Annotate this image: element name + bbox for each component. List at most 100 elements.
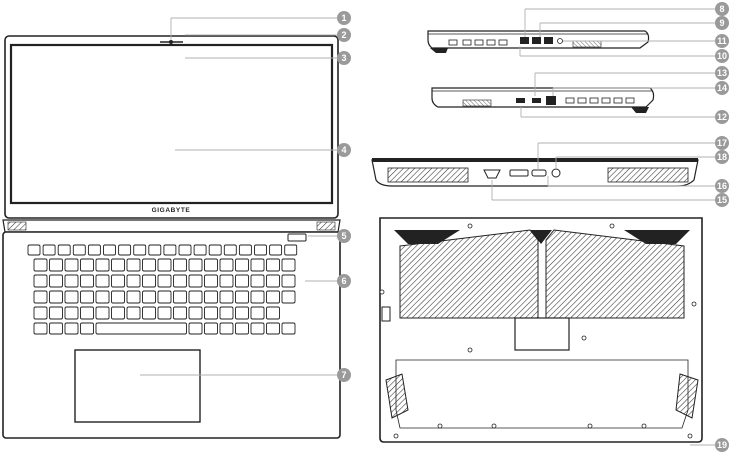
keyboard-key: [58, 245, 70, 255]
keyboard-key: [143, 291, 156, 303]
callout-number: 18: [717, 152, 727, 162]
screw-icon: [492, 424, 496, 428]
screw-icon: [468, 224, 472, 228]
usb-port: [532, 98, 541, 103]
callout-number: 15: [717, 195, 727, 205]
keyboard-key: [267, 275, 280, 287]
keyboard-key: [34, 307, 47, 319]
usb-port: [520, 37, 529, 44]
laptop-lid: GIGABYTE: [5, 36, 338, 218]
keyboard-key: [205, 323, 218, 334]
keyboard-key: [127, 275, 140, 287]
keyboard-key: [189, 275, 202, 287]
power-button: [288, 234, 306, 241]
keyboard-key: [73, 245, 85, 255]
side-vent-right: [463, 100, 491, 106]
callout-number: 7: [341, 370, 346, 380]
keyboard-key: [65, 323, 78, 334]
callout-number: 5: [341, 231, 346, 241]
keyboard-key: [236, 323, 249, 334]
keyboard-key: [164, 245, 176, 255]
callout-number: 9: [719, 18, 724, 28]
callout-number: 6: [341, 276, 346, 286]
keyboard-key: [270, 245, 282, 255]
callout-number: 13: [717, 68, 727, 78]
keyboard-key: [34, 259, 47, 271]
keyboard-key: [174, 291, 187, 303]
side-vent-left: [573, 41, 601, 47]
keyboard-key: [251, 291, 264, 303]
screw-icon: [642, 424, 646, 428]
access-panel: [515, 318, 569, 350]
side-port: [566, 98, 574, 103]
keyboard-key: [224, 245, 236, 255]
hinge-vent-right: [317, 222, 335, 230]
keyboard-key: [236, 307, 249, 319]
side-port: [578, 98, 586, 103]
keyboard-key: [127, 307, 140, 319]
callout-12: 12: [521, 107, 729, 124]
keyboard-key: [65, 291, 78, 303]
callout-number: 8: [719, 4, 724, 14]
callout-number: 14: [717, 83, 727, 93]
keyboard-key: [236, 259, 249, 271]
callout-number: 16: [717, 181, 727, 191]
keyboard-key: [205, 259, 218, 271]
webcam-icon: [169, 40, 173, 44]
rear-vent-left: [388, 168, 468, 182]
keyboard-key: [96, 259, 109, 271]
callout-number: 11: [717, 36, 727, 46]
usb-port: [516, 98, 525, 103]
rear-vent-right: [608, 168, 688, 182]
keyboard-key: [220, 291, 233, 303]
brand-logo: GIGABYTE: [152, 207, 191, 214]
side-port: [602, 98, 610, 103]
keyboard-key: [174, 307, 187, 319]
callout-number: 17: [717, 138, 727, 148]
keyboard-key: [50, 323, 63, 334]
hinge-vent-left: [8, 222, 26, 230]
screw-icon: [438, 424, 442, 428]
keyboard-key: [282, 323, 295, 334]
keyboard-key: [50, 275, 63, 287]
usb-port: [544, 37, 553, 44]
keyboard-key: [174, 259, 187, 271]
keyboard-key: [220, 259, 233, 271]
keyboard-key: [34, 291, 47, 303]
side-port: [463, 40, 471, 45]
keyboard-key: [143, 307, 156, 319]
right-side-view: [432, 88, 654, 113]
keyboard-key: [88, 245, 100, 255]
usb-port: [532, 37, 541, 44]
keyboard-key: [267, 291, 280, 303]
keyboard-key: [158, 259, 171, 271]
keyboard-key: [251, 275, 264, 287]
keyboard-key: [134, 245, 146, 255]
callout-number: 2: [341, 30, 346, 40]
keyboard-key: [112, 275, 125, 287]
rear-hinge: [372, 158, 698, 162]
left-side-view: [428, 31, 649, 53]
keyboard-key: [189, 259, 202, 271]
callout-number: 12: [717, 112, 727, 122]
keyboard-key: [50, 259, 63, 271]
keyboard-key: [205, 275, 218, 287]
keyboard-key: [285, 245, 297, 255]
keyboard-key: [81, 275, 94, 287]
keyboard-key: [149, 245, 161, 255]
keyboard-key: [96, 307, 109, 319]
keyboard-key: [282, 259, 295, 271]
keyboard-key: [236, 275, 249, 287]
bottom-view: [380, 218, 702, 442]
bottom-vent-right: [546, 230, 684, 318]
rear-display-port: [532, 170, 546, 176]
keyboard-key: [127, 259, 140, 271]
screw-icon: [692, 302, 696, 306]
keyboard-key: [104, 245, 116, 255]
keyboard-key: [220, 275, 233, 287]
keyboard-key: [255, 245, 267, 255]
callout-number: 3: [341, 53, 346, 63]
keyboard-key: [189, 291, 202, 303]
screw-icon: [394, 434, 398, 438]
keyboard-key: [205, 291, 218, 303]
